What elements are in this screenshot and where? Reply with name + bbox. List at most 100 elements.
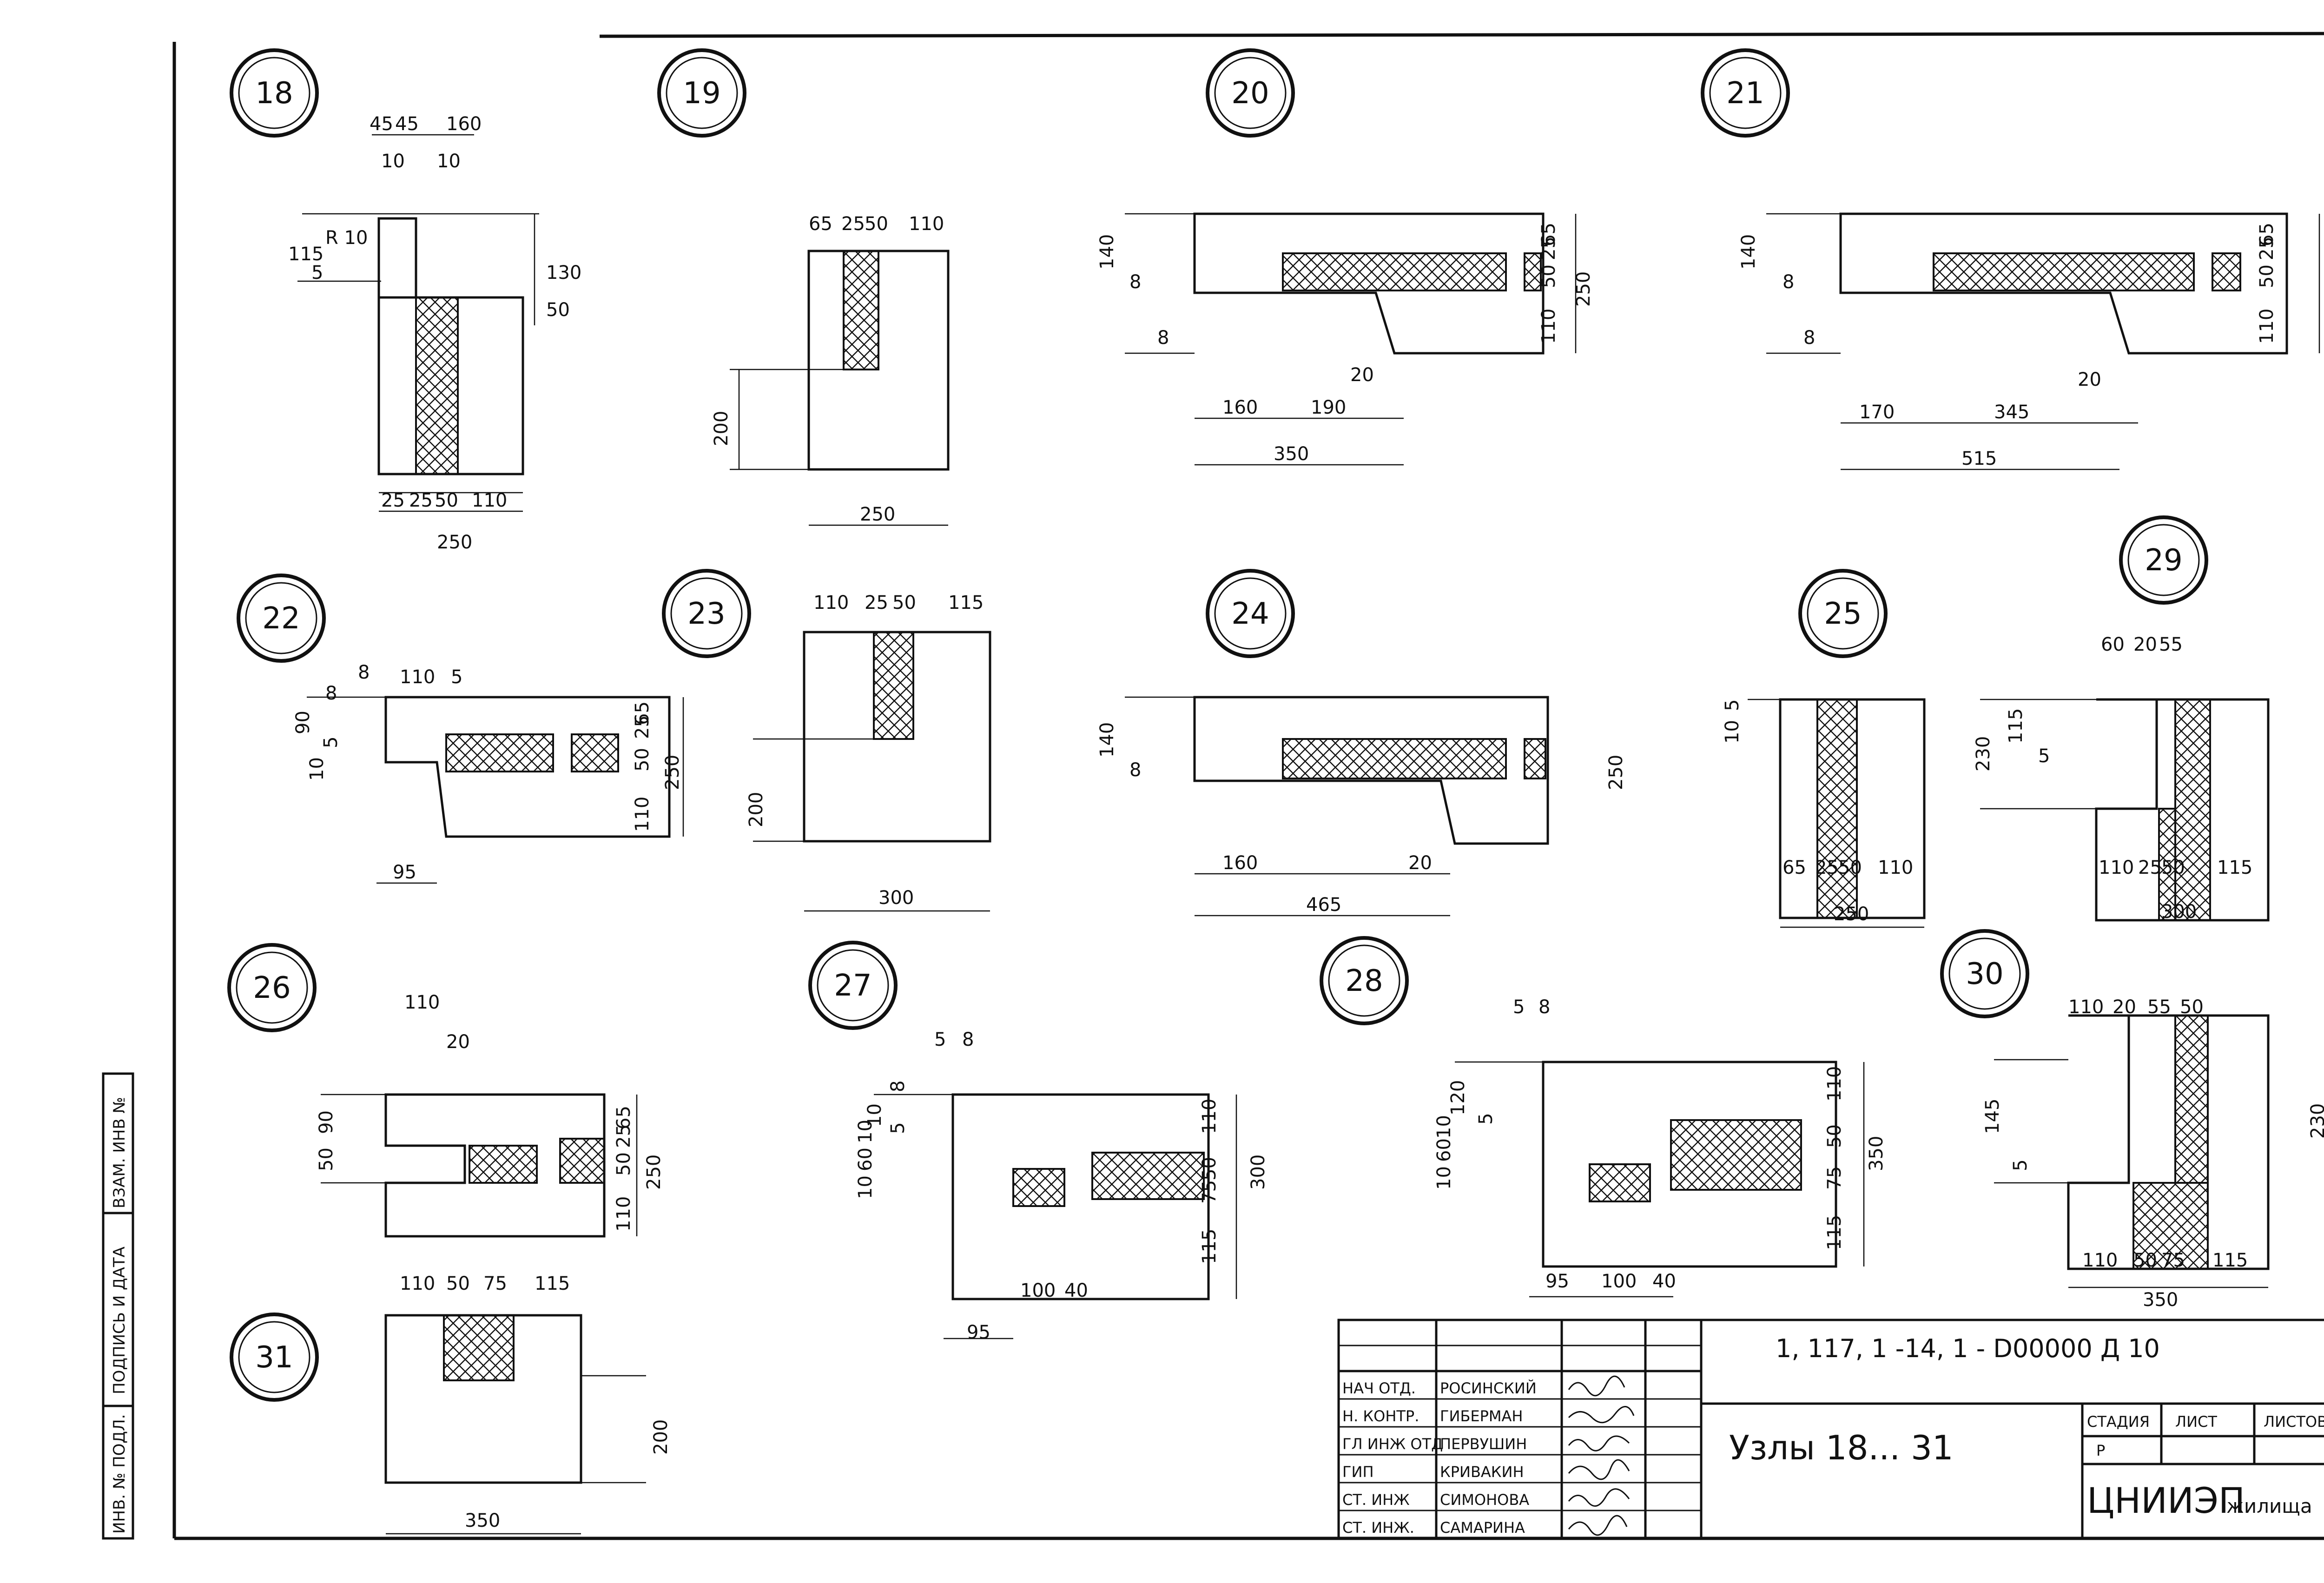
svg-text:160: 160	[1222, 852, 1258, 874]
node-21: 21 140 8 8 65 25 50 110 250 20 170 345 5…	[1701, 48, 2324, 470]
svg-text:50: 50	[2180, 996, 2204, 1018]
sheet-title: Узлы 18... 31	[1729, 1428, 1954, 1467]
svg-text:25: 25	[381, 490, 405, 511]
svg-text:50: 50	[892, 592, 916, 613]
stage-label: СТАДИЯ	[2087, 1413, 2150, 1431]
node-18: 18 45 45 160 10 10 R 10 115 5 130 50 25 …	[230, 48, 581, 553]
svg-text:50: 50	[1824, 1124, 1845, 1148]
svg-text:345: 345	[1994, 402, 2029, 423]
signer-name-1: РОСИНСКИЙ	[1440, 1379, 1537, 1397]
signer-role-1: НАЧ ОТД.	[1342, 1379, 1416, 1397]
svg-text:110: 110	[404, 992, 440, 1013]
svg-text:300: 300	[2161, 901, 2197, 923]
svg-text:25: 25	[409, 490, 433, 511]
node-27: 27 5 8 8 10 5 10 60 10 110 300 50 75 115…	[808, 941, 1269, 1343]
signer-name-5: СИМОНОВА	[1440, 1491, 1529, 1509]
svg-text:190: 190	[1311, 397, 1346, 418]
svg-text:110: 110	[472, 490, 507, 511]
svg-text:5: 5	[451, 666, 462, 688]
svg-text:5: 5	[2010, 1160, 2031, 1171]
svg-text:75: 75	[483, 1273, 507, 1294]
signer-role-5: СТ. ИНЖ	[1342, 1491, 1410, 1509]
svg-text:20: 20	[2133, 634, 2157, 655]
svg-text:20: 20	[446, 1031, 470, 1053]
svg-text:25: 25	[841, 213, 865, 235]
svg-text:8: 8	[325, 683, 337, 704]
svg-text:55: 55	[2147, 996, 2171, 1018]
svg-text:140: 140	[1096, 722, 1118, 758]
node-30: 30 110 20 55 50 145 5 230 110 50 75 115 …	[1940, 929, 2324, 1311]
svg-text:8: 8	[1129, 271, 1141, 293]
svg-text:65: 65	[809, 213, 832, 235]
node-20: 20 140 8 8 65 25 50 110 250 20 160 190 3…	[1096, 48, 1594, 466]
svg-text:140: 140	[1738, 234, 1759, 270]
svg-text:110: 110	[632, 797, 653, 832]
svg-text:515: 515	[1961, 448, 1997, 469]
svg-text:50: 50	[2133, 1250, 2157, 1271]
svg-text:20: 20	[1350, 364, 1374, 386]
svg-text:350: 350	[1274, 443, 1309, 465]
svg-text:300: 300	[1248, 1154, 1269, 1190]
node-22-number: 22	[262, 601, 300, 636]
node-20-number: 20	[1231, 76, 1269, 111]
node-24: 24 140 8 250 160 20 465	[1096, 569, 1627, 917]
svg-text:8: 8	[887, 1081, 909, 1092]
svg-text:350: 350	[1866, 1136, 1887, 1171]
svg-text:465: 465	[1306, 894, 1341, 916]
svg-text:45: 45	[395, 113, 419, 135]
signer-name-4: КРИВАКИН	[1440, 1463, 1524, 1481]
svg-text:45: 45	[370, 113, 393, 135]
node-23: 23 110 25 50 115 200 300	[662, 569, 991, 912]
svg-text:100: 100	[1020, 1280, 1056, 1301]
svg-text:115: 115	[2005, 708, 2027, 744]
svg-text:8: 8	[358, 662, 370, 683]
svg-text:40: 40	[1652, 1271, 1676, 1292]
svg-text:95: 95	[1545, 1271, 1569, 1292]
svg-text:5: 5	[1722, 699, 1743, 711]
svg-text:120: 120	[1447, 1080, 1469, 1115]
svg-text:65: 65	[632, 701, 653, 725]
document-code: 1, 117, 1 -14, 1 - D00000 Д 10	[1776, 1334, 2160, 1363]
svg-text:130: 130	[546, 262, 581, 284]
node-31-number: 31	[255, 1340, 293, 1375]
svg-text:60: 60	[1433, 1138, 1455, 1162]
svg-text:55: 55	[2159, 634, 2183, 655]
svg-text:8: 8	[1129, 759, 1141, 781]
svg-text:75: 75	[1824, 1166, 1845, 1190]
svg-text:10: 10	[306, 757, 328, 781]
svg-text:115: 115	[2212, 1250, 2248, 1271]
svg-text:250: 250	[2321, 271, 2324, 307]
svg-text:5: 5	[887, 1122, 909, 1134]
svg-text:40: 40	[1064, 1280, 1088, 1301]
svg-text:230: 230	[2307, 1103, 2324, 1139]
node-25: 25 10 5 65 25 50 110 250	[1722, 569, 1926, 928]
svg-text:5: 5	[1513, 996, 1525, 1018]
svg-text:20: 20	[2078, 369, 2101, 390]
svg-text:25: 25	[2256, 237, 2278, 260]
svg-text:110: 110	[2099, 857, 2134, 878]
signer-role-4: ГИП	[1342, 1463, 1374, 1481]
node-25-number: 25	[1824, 597, 1862, 631]
svg-text:10: 10	[1433, 1115, 1455, 1139]
signatures	[1568, 1375, 1635, 1536]
node-23-number: 23	[687, 597, 725, 631]
svg-text:350: 350	[2143, 1289, 2178, 1311]
svg-text:20: 20	[2113, 996, 2136, 1018]
svg-text:60: 60	[855, 1148, 876, 1171]
svg-text:25: 25	[865, 592, 888, 613]
svg-text:115: 115	[535, 1273, 570, 1294]
svg-text:50: 50	[632, 748, 653, 772]
svg-text:50: 50	[316, 1148, 337, 1171]
svg-text:250: 250	[860, 504, 895, 525]
node-29: 29 60 20 55 115 5 230 110 25 50 115 300	[1973, 515, 2270, 923]
svg-text:50: 50	[446, 1273, 470, 1294]
svg-text:5: 5	[934, 1029, 946, 1050]
svg-text:60: 60	[2101, 634, 2125, 655]
svg-text:115: 115	[1199, 1229, 1220, 1264]
node-31: 31 110 50 75 115 200 350	[230, 1273, 672, 1535]
svg-text:R 10: R 10	[325, 227, 368, 249]
svg-text:25: 25	[1815, 857, 1839, 878]
svg-text:95: 95	[967, 1322, 990, 1343]
